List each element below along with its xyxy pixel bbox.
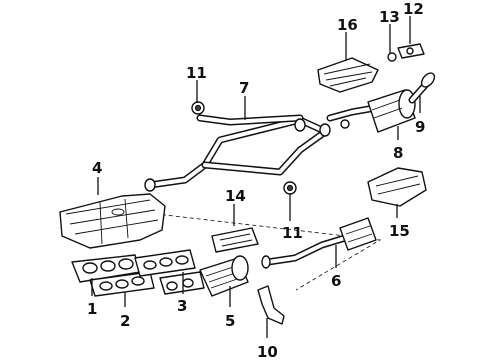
callout-10: 10 xyxy=(257,343,278,360)
hanger-bracket-rear xyxy=(397,43,425,59)
callout-1: 1 xyxy=(87,300,97,318)
alignment-lines xyxy=(99,211,382,291)
exhaust-manifold-right xyxy=(134,249,205,295)
callout-16: 16 xyxy=(337,16,358,34)
callout-5: 5 xyxy=(225,312,235,330)
callout-9: 9 xyxy=(415,118,425,136)
heat-shield-upper xyxy=(317,57,379,93)
muffler xyxy=(326,89,416,133)
callout-11-lower: 11 xyxy=(282,224,303,242)
callout-7: 7 xyxy=(239,79,249,97)
callout-4: 4 xyxy=(92,159,102,177)
callout-15: 15 xyxy=(389,222,410,240)
heat-shield-rear xyxy=(367,167,427,207)
front-pipe-flex xyxy=(199,255,249,297)
callout-12: 12 xyxy=(403,0,424,18)
heat-shield-small xyxy=(211,227,259,253)
clip-rear xyxy=(387,52,397,62)
callout-13: 13 xyxy=(379,8,400,26)
hanger-lower xyxy=(283,181,297,195)
hanger-upper xyxy=(191,101,205,115)
exhaust-manifold-left xyxy=(71,254,141,283)
callout-14: 14 xyxy=(225,187,246,205)
heat-shield-engine xyxy=(59,193,166,249)
bracket xyxy=(257,285,285,325)
callout-2: 2 xyxy=(120,312,130,330)
callout-labels: 1 2 3 4 5 6 7 8 9 10 11 11 12 13 14 15 1… xyxy=(87,0,425,360)
callout-11-upper: 11 xyxy=(186,64,207,82)
leader-lines xyxy=(91,16,421,338)
callout-6: 6 xyxy=(331,272,341,290)
callout-8: 8 xyxy=(393,144,403,162)
y-pipe xyxy=(144,114,331,192)
callout-3: 3 xyxy=(177,297,187,315)
tail-pipe xyxy=(408,72,436,104)
front-pipe-converter xyxy=(261,217,377,269)
manifold-gasket xyxy=(89,271,155,297)
